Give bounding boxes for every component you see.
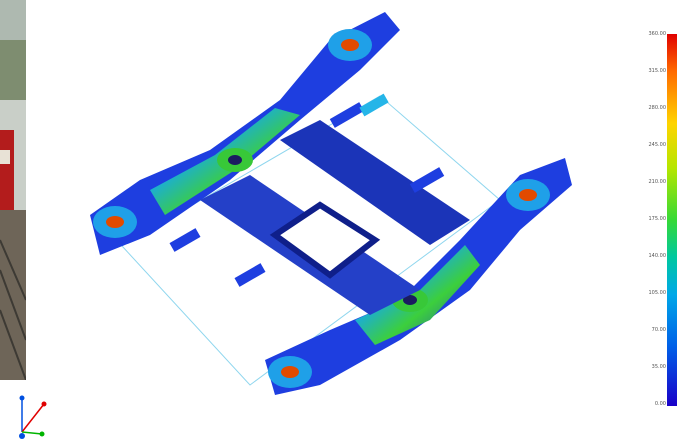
legend-tick-label: 35.00 bbox=[651, 364, 666, 370]
bracket bbox=[409, 167, 445, 193]
legend-tick-label: 105.00 bbox=[648, 290, 667, 296]
background-photo-strip bbox=[0, 0, 26, 380]
y-axis-head bbox=[39, 431, 45, 437]
legend-tick-label: 210.00 bbox=[648, 179, 667, 185]
z-axis-head bbox=[19, 395, 25, 401]
bogie-frame[interactable] bbox=[90, 12, 572, 395]
legend-tick-label: 140.00 bbox=[648, 253, 667, 259]
color-legend-bar bbox=[667, 34, 677, 406]
legend-tick-label: 280.00 bbox=[648, 105, 667, 111]
legend-tick-label: 175.00 bbox=[648, 216, 667, 222]
right-side-beam bbox=[265, 158, 572, 395]
legend-tick-label: 315.00 bbox=[648, 68, 667, 74]
axis-triad bbox=[19, 395, 47, 439]
bracket bbox=[359, 93, 389, 117]
legend-tick-label: 0.00 bbox=[654, 401, 666, 407]
y-axis bbox=[21, 431, 43, 435]
legend-tick-label: 360.00 bbox=[648, 31, 667, 37]
bracket bbox=[329, 102, 365, 128]
bracket bbox=[234, 263, 266, 287]
bracket bbox=[169, 228, 201, 252]
x-axis bbox=[21, 403, 45, 433]
x-axis-head bbox=[41, 401, 47, 407]
triad-origin bbox=[19, 433, 25, 439]
legend-tick-label: 70.00 bbox=[651, 327, 666, 333]
legend-tick-label: 245.00 bbox=[648, 142, 667, 148]
rear-cross-beam bbox=[280, 120, 470, 245]
